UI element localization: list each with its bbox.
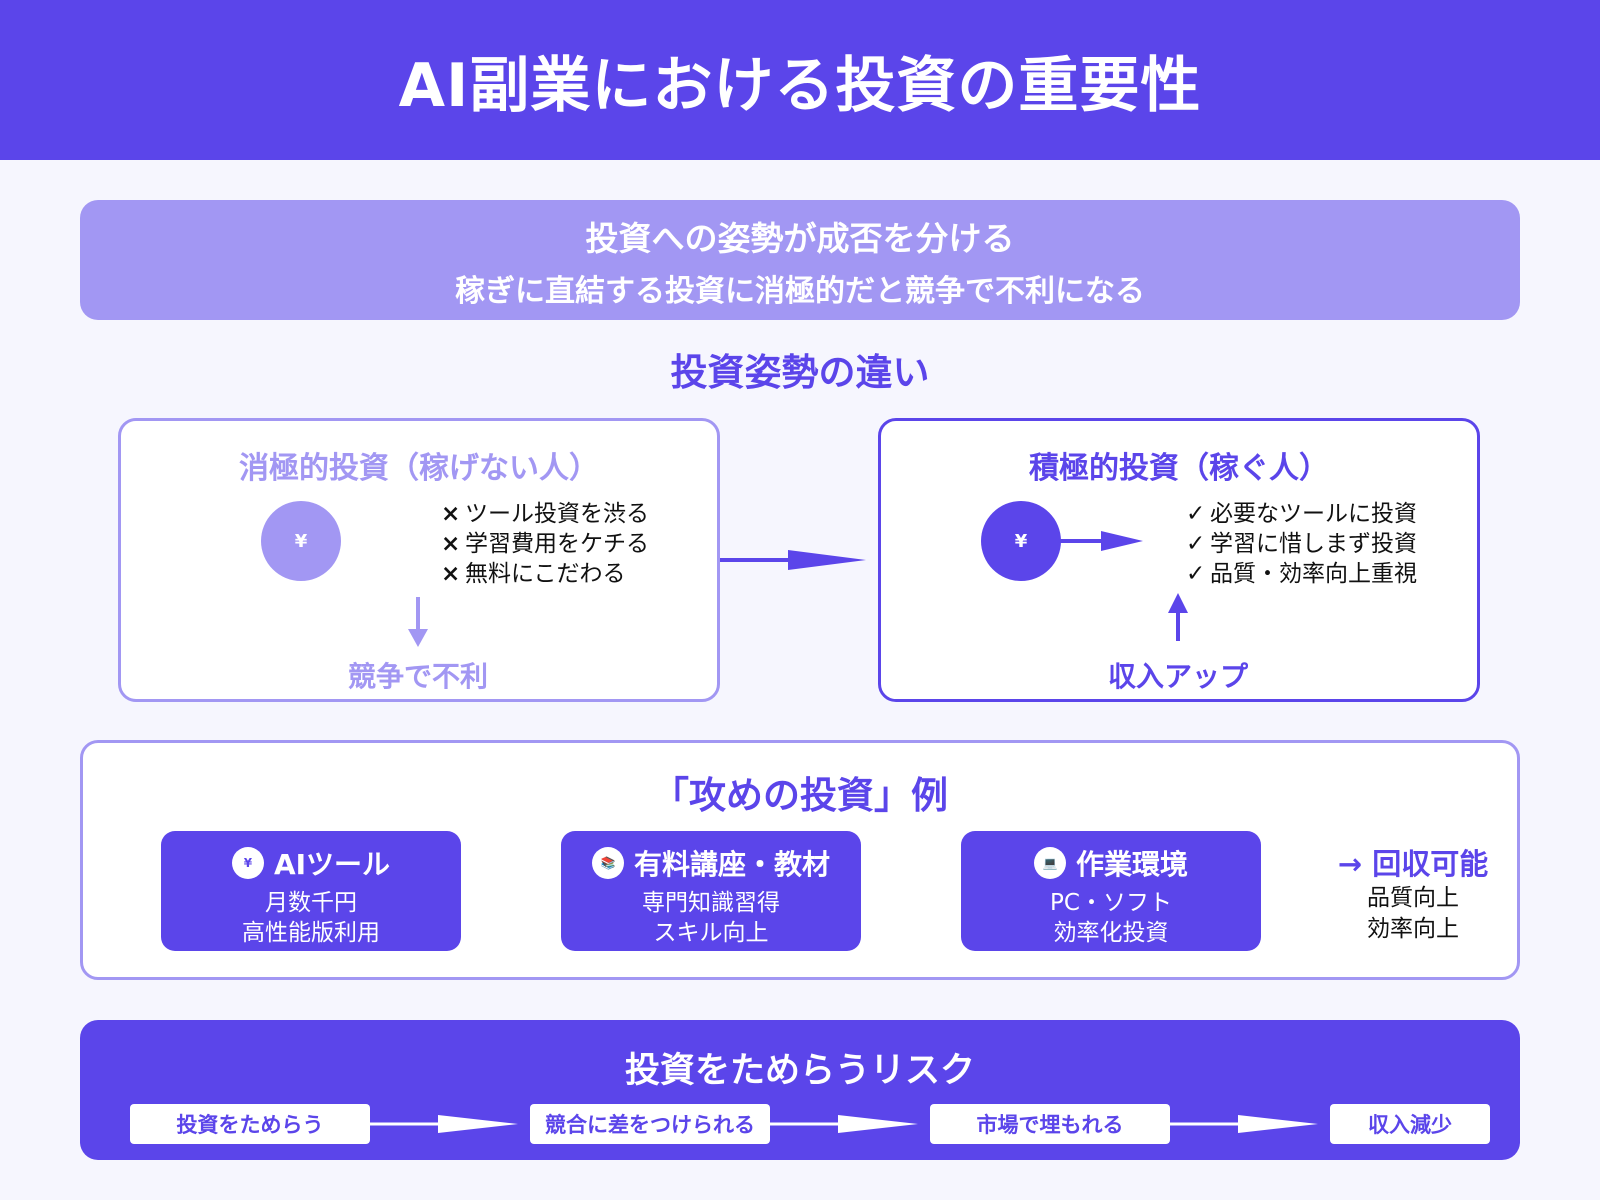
card-detail: 高性能版利用 bbox=[242, 920, 380, 946]
yen-icon: ¥ bbox=[231, 847, 264, 879]
card-detail: PC・ソフト bbox=[1050, 890, 1172, 916]
card-detail: 効率化投資 bbox=[1053, 920, 1169, 946]
recoup-detail: 品質向上 bbox=[1367, 885, 1459, 911]
check-mark-icon: ✓ bbox=[1186, 531, 1206, 557]
example-card-ai-tools: ¥ AIツール 月数千円 高性能版利用 bbox=[161, 831, 461, 951]
up-arrow-icon bbox=[1168, 593, 1188, 641]
positive-bullet: ✓品質・効率向上重視 bbox=[1186, 561, 1417, 587]
negative-investment-panel: 消極的投資（稼げない人） ¥ ×ツール投資を渋る ×学習費用をケチる ×無料にこ… bbox=[118, 418, 720, 702]
flow-arrow-icon bbox=[770, 1115, 918, 1133]
example-card-courses: 📚 有料講座・教材 専門知識習得 スキル向上 bbox=[561, 831, 861, 951]
negative-panel-title: 消極的投資（稼げない人） bbox=[239, 451, 599, 486]
right-arrow-icon bbox=[1059, 531, 1143, 551]
cross-mark-icon: × bbox=[441, 531, 461, 557]
positive-bullet-list: ✓必要なツールに投資 ✓学習に惜しまず投資 ✓品質・効率向上重視 bbox=[1186, 499, 1417, 589]
yen-coin-icon: ¥ bbox=[981, 501, 1061, 581]
flow-arrow-icon bbox=[370, 1115, 518, 1133]
key-message-banner: 投資への姿勢が成否を分ける 稼ぎに直結する投資に消極的だと競争で不利になる bbox=[80, 200, 1520, 320]
example-card-workspace: 💻 作業環境 PC・ソフト 効率化投資 bbox=[961, 831, 1261, 951]
positive-bullet: ✓学習に惜しまず投資 bbox=[1186, 531, 1417, 557]
comparison-title: 投資姿勢の違い bbox=[670, 351, 930, 394]
risk-step: 投資をためらう bbox=[130, 1104, 370, 1144]
card-detail: 月数千円 bbox=[265, 890, 357, 916]
negative-result: 競争で不利 bbox=[347, 660, 488, 693]
card-title: 作業環境 bbox=[1075, 848, 1188, 881]
positive-panel-title: 積極的投資（稼ぐ人） bbox=[1029, 451, 1329, 486]
card-title: 有料講座・教材 bbox=[633, 848, 830, 881]
laptop-icon: 💻 bbox=[1033, 847, 1066, 879]
examples-title: 「攻めの投資」例 bbox=[652, 774, 948, 817]
header-bar: AI副業における投資の重要性 bbox=[0, 0, 1600, 160]
positive-result: 収入アップ bbox=[1107, 660, 1248, 693]
card-title: AIツール bbox=[273, 848, 391, 881]
banner-headline: 投資への姿勢が成否を分ける bbox=[585, 219, 1015, 258]
negative-bullet: ×無料にこだわる bbox=[441, 561, 626, 587]
page-title: AI副業における投資の重要性 bbox=[398, 50, 1202, 121]
positive-investment-panel: 積極的投資（稼ぐ人） ¥ ✓必要なツールに投資 ✓学習に惜しまず投資 ✓品質・効… bbox=[878, 418, 1480, 702]
negative-bullet: ×ツール投資を渋る bbox=[441, 501, 649, 527]
down-arrow-icon bbox=[408, 597, 428, 647]
books-icon: 📚 bbox=[591, 847, 624, 879]
card-detail: スキル向上 bbox=[653, 920, 769, 946]
yen-coin-icon: ¥ bbox=[261, 501, 341, 581]
hesitation-risk-section: 投資をためらうリスク 投資をためらう 競合に差をつけられる 市場で埋もれる 収入… bbox=[80, 1020, 1520, 1160]
transition-arrow-icon bbox=[720, 550, 866, 570]
flow-arrow-icon bbox=[1170, 1115, 1318, 1133]
cross-mark-icon: × bbox=[441, 501, 461, 527]
recoup-outcome: → 回収可能 品質向上 効率向上 bbox=[1313, 841, 1513, 945]
cross-mark-icon: × bbox=[441, 561, 461, 587]
risk-title: 投資をためらうリスク bbox=[624, 1051, 975, 1091]
card-detail: 専門知識習得 bbox=[642, 890, 780, 916]
recoup-detail: 効率向上 bbox=[1367, 916, 1459, 942]
aggressive-investment-examples: 「攻めの投資」例 ¥ AIツール 月数千円 高性能版利用 📚 有料講座・教材 専… bbox=[80, 740, 1520, 980]
risk-step: 収入減少 bbox=[1330, 1104, 1490, 1144]
risk-step: 市場で埋もれる bbox=[930, 1104, 1170, 1144]
risk-step: 競合に差をつけられる bbox=[530, 1104, 770, 1144]
negative-bullet-list: ×ツール投資を渋る ×学習費用をケチる ×無料にこだわる bbox=[441, 499, 649, 589]
negative-bullet: ×学習費用をケチる bbox=[441, 531, 649, 557]
recoup-title: → 回収可能 bbox=[1337, 847, 1489, 881]
check-mark-icon: ✓ bbox=[1186, 501, 1206, 527]
banner-subline: 稼ぎに直結する投資に消極的だと競争で不利になる bbox=[455, 274, 1145, 309]
check-mark-icon: ✓ bbox=[1186, 561, 1206, 587]
positive-bullet: ✓必要なツールに投資 bbox=[1186, 501, 1417, 527]
